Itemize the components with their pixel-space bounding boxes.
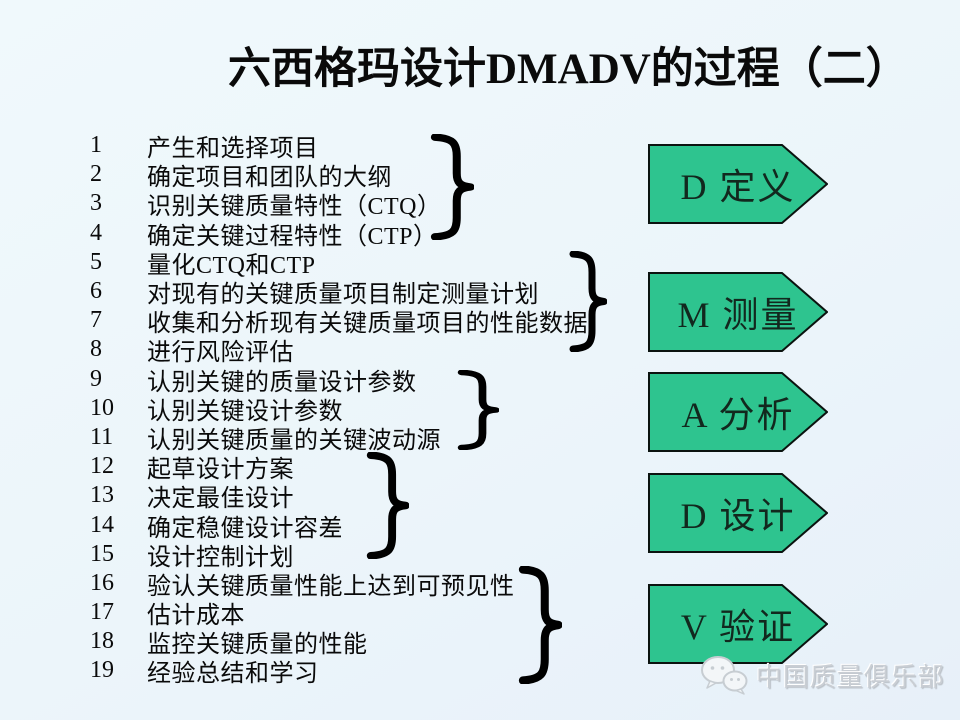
step-text: 确定项目和团队的大纲 xyxy=(147,165,392,192)
step-text: 认别关键质量的关键波动源 xyxy=(147,427,441,454)
step-number: 7 xyxy=(90,307,102,334)
step-text: 验认关键质量性能上达到可预见性 xyxy=(147,573,515,600)
phase-label: M 测量 xyxy=(677,295,799,335)
step-row: 11 认别关键质量的关键波动源 xyxy=(90,423,610,454)
brace-group-12-15 xyxy=(364,452,409,559)
step-row: 12 起草设计方案 xyxy=(90,452,610,484)
brace-group-9-11 xyxy=(455,370,499,450)
phase-arrow-design: D 设计 xyxy=(648,473,828,553)
step-row: 4 确定关键过程特性（CTP） xyxy=(90,219,610,250)
arrow-pentagon-shape xyxy=(648,473,828,553)
wechat-chat-bubbles-icon xyxy=(701,656,748,695)
step-text: 产生和选择项目 xyxy=(147,136,319,163)
phase-arrow-verify: V 验证 xyxy=(648,584,828,664)
arrow-pentagon-shape xyxy=(648,584,828,664)
step-text: 监控关键质量的性能 xyxy=(147,632,368,659)
phase-label: V 验证 xyxy=(680,607,796,647)
step-text: 对现有的关键质量项目制定测量计划 xyxy=(147,282,539,309)
step-number: 3 xyxy=(90,190,102,217)
step-row: 19 经验总结和学习 xyxy=(90,656,610,688)
step-row: 10 认别关键设计参数 xyxy=(90,394,610,425)
step-number: 8 xyxy=(90,336,102,363)
slide-title: 六西格玛设计DMADV的过程（二） xyxy=(228,46,909,93)
step-number: 2 xyxy=(90,161,102,188)
step-row: 15 设计控制计划 xyxy=(90,540,610,571)
step-row: 6 对现有的关键质量项目制定测量计划 xyxy=(90,277,610,309)
step-row: 17 估计成本 xyxy=(90,598,610,630)
step-row: 3 识别关键质量特性（CTQ） xyxy=(90,189,610,221)
phase-arrow-measure: M 测量 xyxy=(648,272,828,352)
step-row: 16 验认关键质量性能上达到可预见性 xyxy=(90,569,610,600)
phase-label: A 分析 xyxy=(681,395,795,435)
watermark: 中国质量俱乐部 xyxy=(700,650,945,700)
step-text: 确定关键过程特性（CTP） xyxy=(147,223,438,250)
step-number: 1 xyxy=(90,132,102,159)
step-text: 确定稳健设计容差 xyxy=(147,515,343,542)
step-text: 起草设计方案 xyxy=(147,457,294,484)
step-number: 5 xyxy=(90,248,102,275)
step-number: 12 xyxy=(90,453,114,480)
step-text: 识别关键质量特性（CTQ） xyxy=(147,194,442,221)
step-number: 18 xyxy=(90,628,114,655)
step-text: 认别关键设计参数 xyxy=(147,398,343,425)
step-row: 2 确定项目和团队的大纲 xyxy=(90,160,610,192)
step-text: 决定最佳设计 xyxy=(147,486,294,513)
step-number: 10 xyxy=(90,394,114,421)
step-row: 14 确定稳健设计容差 xyxy=(90,510,610,542)
step-number: 19 xyxy=(90,657,114,684)
step-row: 8 进行风险评估 xyxy=(90,335,610,367)
step-row: 18 监控关键质量的性能 xyxy=(90,627,610,659)
brace-group-16-19 xyxy=(516,566,562,684)
brace-group-1-4 xyxy=(428,134,474,240)
step-list: 1 产生和选择项目 2 确定项目和团队的大纲 3 识别关键质量特性（CTQ） 4 确定关… xyxy=(90,131,610,688)
step-number: 11 xyxy=(90,423,114,450)
step-row: 7 收集和分析现有关键质量项目的性能数据 xyxy=(90,306,610,338)
step-row: 9 认别关键的质量设计参数 xyxy=(90,365,610,396)
step-text: 量化CTQ和CTP xyxy=(147,252,316,279)
step-text: 经验总结和学习 xyxy=(147,661,319,688)
brace-group-5-8 xyxy=(567,251,607,352)
step-number: 14 xyxy=(90,511,114,538)
step-number: 17 xyxy=(90,599,114,626)
step-text: 收集和分析现有关键质量项目的性能数据 xyxy=(147,311,588,338)
step-row: 5 量化CTQ和CTP xyxy=(90,248,610,279)
step-number: 4 xyxy=(90,219,102,246)
step-number: 15 xyxy=(90,540,114,567)
phase-arrow-define: D 定义 xyxy=(648,144,828,224)
step-number: 6 xyxy=(90,278,102,305)
arrow-pentagon-shape xyxy=(648,372,828,452)
phase-label: D 定义 xyxy=(680,167,796,207)
arrow-pentagon-shape xyxy=(648,144,828,224)
step-number: 13 xyxy=(90,482,114,509)
step-row: 13 决定最佳设计 xyxy=(90,481,610,513)
phase-arrow-analyze: A 分析 xyxy=(648,372,828,452)
step-number: 9 xyxy=(90,365,102,392)
phase-label: D 设计 xyxy=(680,496,796,536)
step-row: 1 产生和选择项目 xyxy=(90,131,610,163)
step-text: 进行风险评估 xyxy=(147,340,294,367)
step-number: 16 xyxy=(90,569,114,596)
watermark-text: 中国质量俱乐部 xyxy=(756,662,946,692)
step-text: 认别关键的质量设计参数 xyxy=(147,369,417,396)
step-text: 估计成本 xyxy=(147,603,245,630)
arrow-pentagon-shape xyxy=(648,272,828,352)
step-text: 设计控制计划 xyxy=(147,544,294,571)
